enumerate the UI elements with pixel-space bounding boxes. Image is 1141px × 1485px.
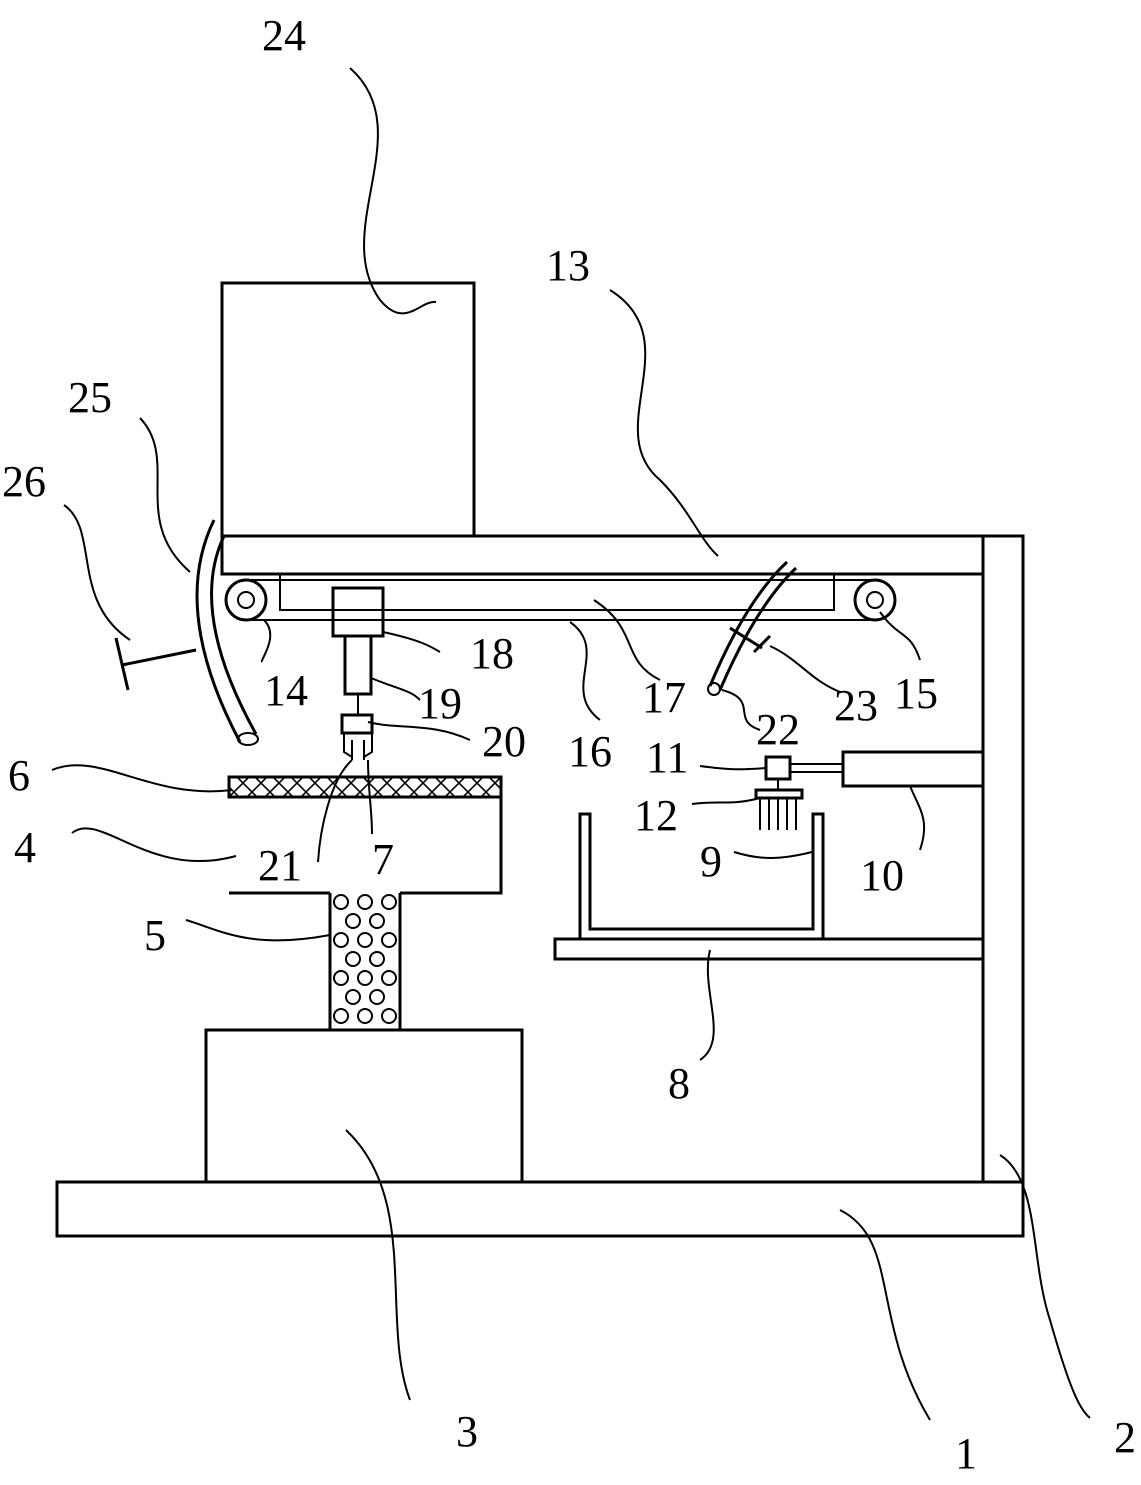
perforation-hole <box>369 951 385 967</box>
label-18: 18 <box>470 629 514 678</box>
perforation-hole <box>381 970 397 986</box>
label-4: 4 <box>14 823 36 872</box>
label-20: 20 <box>482 717 526 766</box>
perforation-hole <box>333 894 349 910</box>
left-hose-inner <box>210 535 258 735</box>
right-valve-stem <box>729 626 763 650</box>
label-16: 16 <box>568 727 612 776</box>
left-valve-handle <box>114 637 130 691</box>
brush-holder <box>764 755 792 781</box>
label-25: 25 <box>68 373 112 422</box>
label-26: 26 <box>2 457 46 506</box>
left-valve-stem <box>121 648 197 667</box>
gripper-fingers <box>343 733 373 760</box>
label-3: 3 <box>456 1407 478 1456</box>
label-13: 13 <box>546 241 590 290</box>
perforation-hole <box>357 894 373 910</box>
label-8: 8 <box>668 1059 690 1108</box>
label-12: 12 <box>634 791 678 840</box>
right-valve-handle <box>752 634 772 654</box>
leader-lines <box>51 67 1091 1421</box>
top-beam <box>220 534 985 576</box>
perforation-hole <box>345 913 361 929</box>
push-cylinder <box>841 750 985 788</box>
guide-rail <box>279 573 835 611</box>
mesh-pad <box>227 775 503 799</box>
perforation-hole <box>345 989 361 1005</box>
label-2: 2 <box>1114 1413 1136 1462</box>
perforation-hole <box>369 913 385 929</box>
label-23: 23 <box>834 681 878 730</box>
perforation-hole <box>357 1008 373 1024</box>
perforated-column <box>328 893 402 1030</box>
label-9: 9 <box>700 837 722 886</box>
left-hose <box>195 519 242 743</box>
label-22: 22 <box>756 705 800 754</box>
perforation-hole <box>357 932 373 948</box>
slider-block <box>331 586 385 638</box>
brush-bristles <box>754 788 804 830</box>
gripper-head <box>340 713 374 735</box>
reference-numerals: 1 2 3 4 5 6 7 8 9 10 11 12 13 14 15 16 1… <box>2 11 1136 1478</box>
motor-box <box>204 1028 524 1184</box>
perforation-hole <box>333 1008 349 1024</box>
perforation-hole <box>381 932 397 948</box>
perforation-hole <box>369 989 385 1005</box>
label-7: 7 <box>372 835 394 884</box>
right-hose-inner <box>718 566 798 691</box>
label-1: 1 <box>955 1429 977 1478</box>
top-box <box>220 281 476 538</box>
label-14: 14 <box>264 666 308 715</box>
left-nozzle <box>237 732 259 746</box>
label-17: 17 <box>642 673 686 722</box>
perforation-hole <box>345 951 361 967</box>
base-plate <box>55 1180 1025 1238</box>
lift-cylinder <box>343 634 373 696</box>
right-pulley <box>853 578 897 622</box>
label-15: 15 <box>894 669 938 718</box>
right-nozzle <box>707 682 721 696</box>
perforation-hole <box>381 894 397 910</box>
label-10: 10 <box>860 851 904 900</box>
perforation-hole <box>333 970 349 986</box>
perforation-hole <box>333 932 349 948</box>
label-21: 21 <box>258 841 302 890</box>
vertical-frame <box>981 534 1025 1184</box>
label-24: 24 <box>262 11 306 60</box>
label-5: 5 <box>144 911 166 960</box>
perforation-hole <box>357 970 373 986</box>
right-hose <box>708 560 789 687</box>
support-shelf <box>553 937 985 961</box>
left-pulley <box>224 578 268 622</box>
label-6: 6 <box>8 751 30 800</box>
perforation-hole <box>381 1008 397 1024</box>
label-11: 11 <box>646 733 688 782</box>
label-19: 19 <box>418 679 462 728</box>
